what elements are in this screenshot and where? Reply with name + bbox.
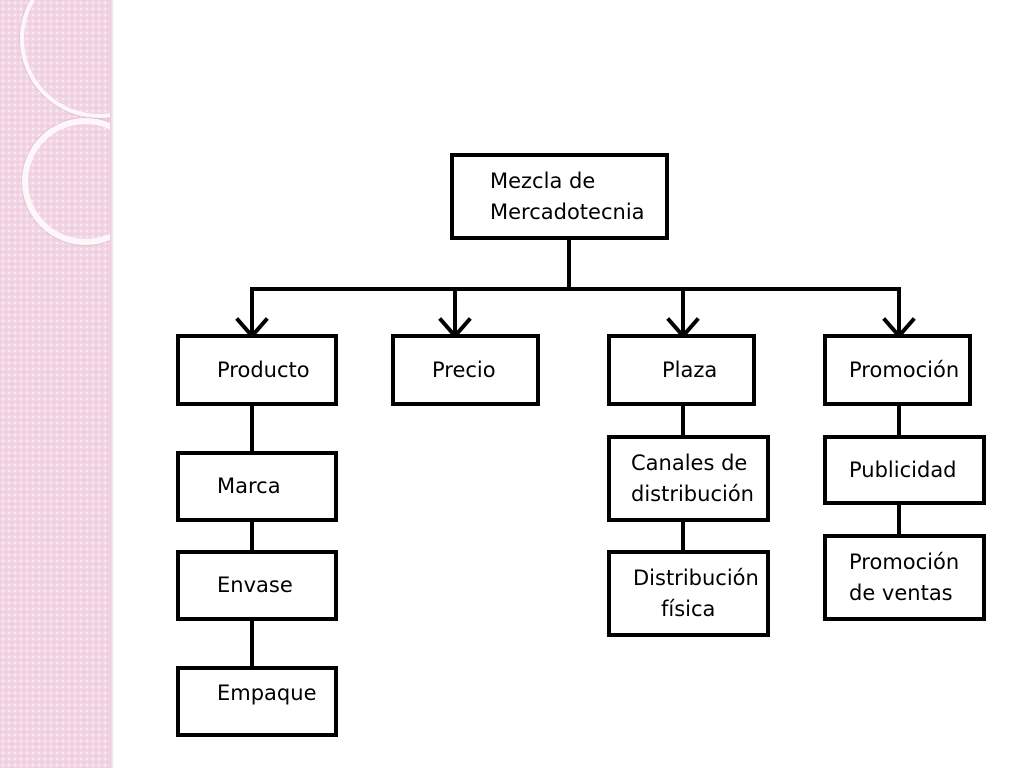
node-producto: Producto <box>176 334 338 406</box>
node-precio: Precio <box>391 334 540 406</box>
node-marca: Marca <box>176 451 338 522</box>
decorative-ring <box>22 118 113 245</box>
node-plaza: Plaza <box>607 334 756 406</box>
node-publicidad: Publicidad <box>823 435 986 505</box>
decorative-side-strip <box>0 0 113 768</box>
node-empaque: Empaque <box>176 666 338 737</box>
node-publicidad-label: Publicidad <box>849 457 957 482</box>
strip-edge <box>110 0 114 768</box>
node-distribucion-line2: física <box>661 596 716 621</box>
root-node-line2: Mercadotecnia <box>490 199 645 224</box>
node-envase-label: Envase <box>217 573 293 597</box>
node-canales-line1: Canales de <box>631 450 748 475</box>
node-distribucion-line1: Distribución <box>633 565 759 590</box>
node-plaza-label: Plaza <box>662 357 718 382</box>
node-promocion-de-ventas: Promoción de ventas <box>823 534 986 621</box>
node-promocion-ventas-line2: de ventas <box>849 580 953 605</box>
node-distribucion-fisica: Distribución física <box>607 550 770 637</box>
node-canales-de-distribucion: Canales de distribución <box>607 435 770 522</box>
root-node: Mezcla de Mercadotecnia <box>450 153 669 240</box>
node-promocion-ventas-line1: Promoción <box>849 549 960 574</box>
node-empaque-label: Empaque <box>217 681 317 705</box>
node-canales-line2: distribución <box>631 481 754 506</box>
root-node-line1: Mezcla de <box>490 168 596 193</box>
node-promocion: Promoción <box>823 334 972 406</box>
node-marca-label: Marca <box>217 474 281 498</box>
node-envase: Envase <box>176 550 338 621</box>
node-precio-label: Precio <box>432 357 496 382</box>
node-promocion-label: Promoción <box>849 357 960 382</box>
node-producto-label: Producto <box>217 357 310 382</box>
